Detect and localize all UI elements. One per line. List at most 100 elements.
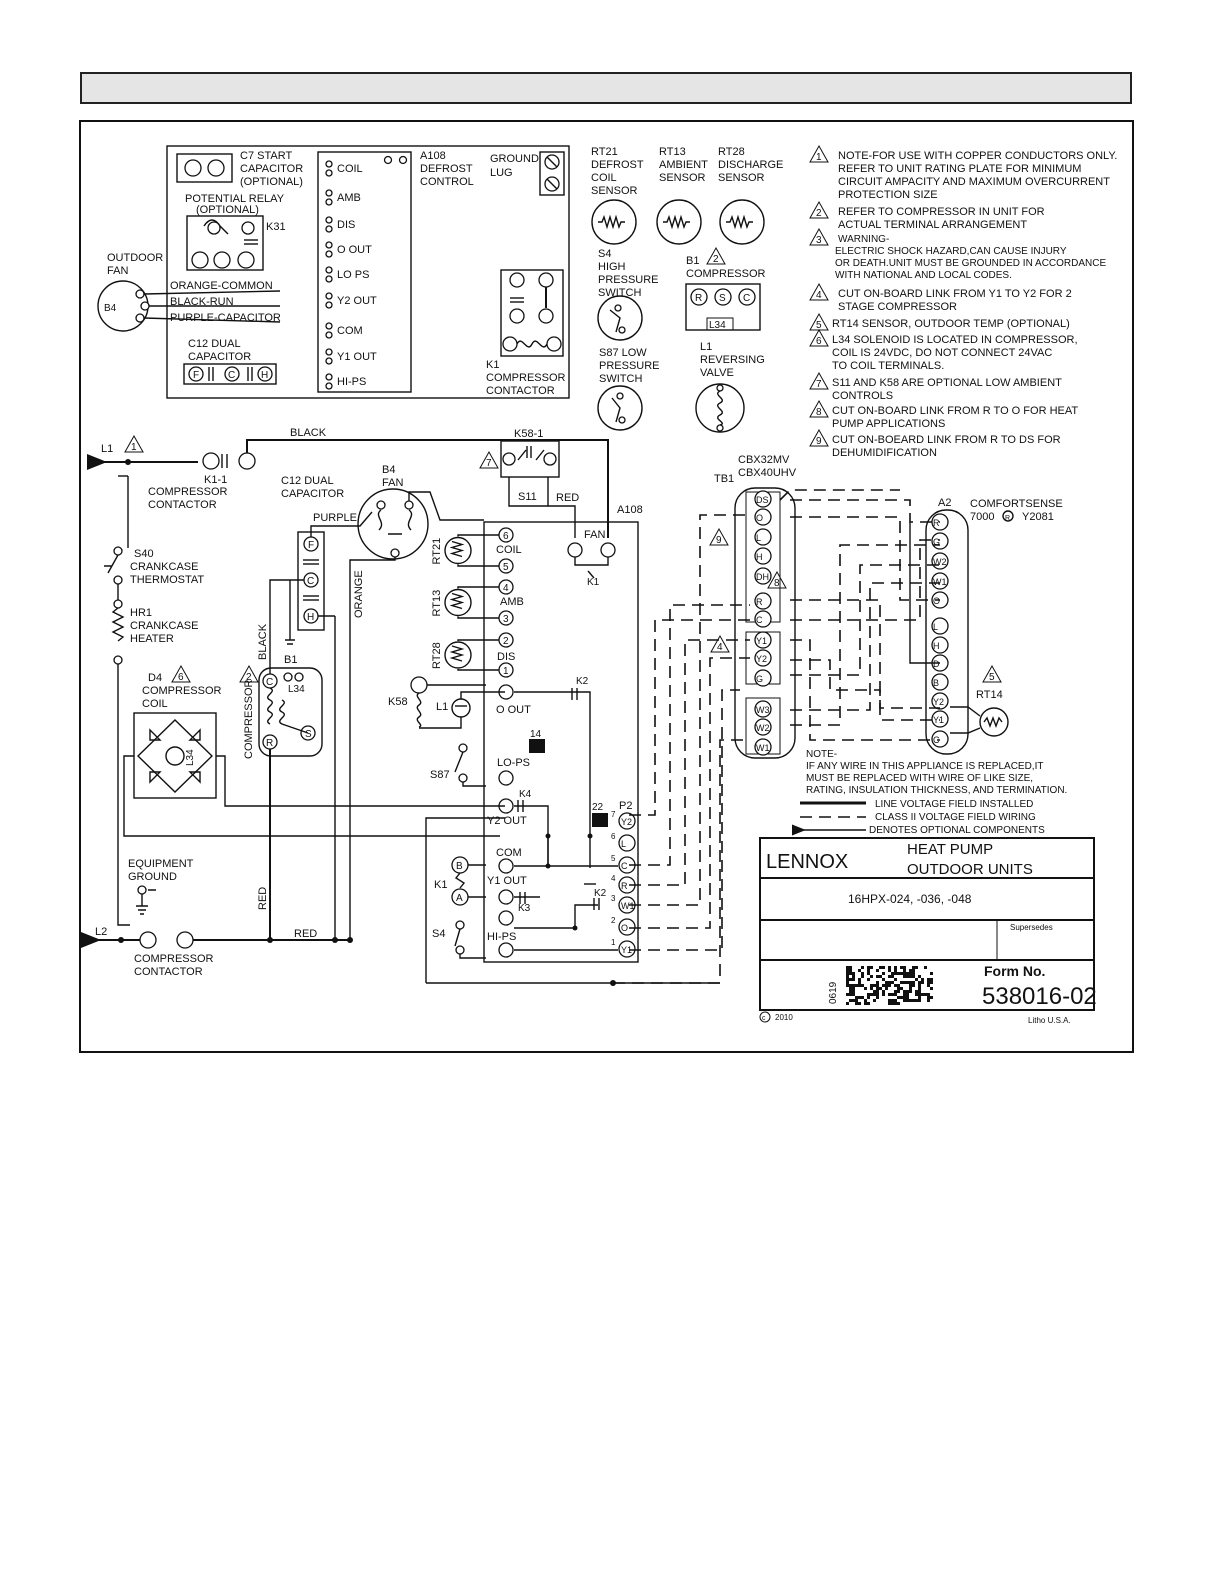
s40-label-3: THERMOSTAT [130,574,204,586]
tb1-terminal-label: R [756,597,763,607]
tb1-terminal-label: DS [756,495,769,505]
s11-label: S11 [518,491,537,503]
board-terminal [498,770,514,786]
red-wire-label-2: RED [257,887,269,910]
board-label: LO-PS [497,757,530,769]
b1-label: B1 [284,654,297,666]
board-label: O OUT [496,704,531,716]
copyright-year: 2010 [775,1013,793,1022]
board-label: HI-PS [487,931,516,943]
b4-label: B4 [104,303,117,314]
c12-h: H [307,612,314,623]
svg-text:7: 7 [486,458,492,469]
note-line: TO COIL TERMINALS. [832,360,944,372]
rt13-legend-3: SENSOR [659,172,706,184]
a2-label: A2 [938,497,951,509]
k31-label: K31 [266,221,286,233]
note-line: CIRCUIT AMPACITY AND MAXIMUM OVERCURRENT [838,176,1110,188]
a2-terminal [931,710,949,728]
jumper-22: 22 [592,802,604,813]
fan-wire-purple: PURPLE-CAPACITOR [170,312,281,324]
s4-legend-1: S4 [598,248,611,260]
note-line: REFER TO COMPRESSOR IN UNIT FOR [838,206,1045,218]
a2-terminal-label: W1 [933,577,947,587]
l2-label: L2 [95,926,107,938]
a108-pin-dot [325,357,333,365]
a108-pin-label: Y1 OUT [337,351,377,363]
tb1-terminal [754,508,772,526]
l1-label: L1 [101,443,113,455]
jumper-14: 14 [530,729,542,740]
p2-terminal [618,940,636,958]
c7-label-1: C7 START [240,150,292,162]
p2-terminal-label: O [621,923,628,933]
l1-legend-1: L1 [700,341,712,353]
tb1-terminal [754,567,772,585]
a108-pin-label: COM [337,325,363,337]
a2-terminal-label: G [933,537,940,547]
note-line: WARNING- [838,234,889,245]
k58-label: K58 [388,696,408,708]
a108-pin-dot [325,198,333,206]
note-number: 1 [816,152,822,163]
equipment-ground-2: GROUND [128,871,177,883]
a108-pin-dot [325,169,333,177]
a108-pin-dot [325,216,333,224]
k1-legend-2: COMPRESSOR [486,372,566,384]
red-wire-label-3: RED [294,928,317,940]
supersedes-label: Supersedes [1010,923,1053,932]
model-numbers: 16HPX-024, -036, -048 [848,892,972,906]
b1-legend-1: B1 [686,255,699,267]
a2-terminal [931,572,949,590]
red-wire-label-1: RED [556,492,579,504]
b1-r: R [266,738,273,749]
k1-coil-b: B [456,861,463,872]
p2-terminal [618,918,636,936]
b1-s: S [305,729,312,740]
note-line: REFER TO UNIT RATING PLATE FOR MINIMUM [838,163,1081,175]
sensor-label: RT28 [431,642,443,669]
board-pin-number: 5 [503,562,509,573]
c12-legend-label-2: CAPACITOR [188,351,251,363]
note-line: DEHUMIDIFICATION [832,447,937,459]
note-number: 8 [816,407,822,418]
a108-pin-dot [325,189,333,197]
note-number: 9 [816,436,822,447]
s40-label-1: S40 [134,548,154,560]
p2-terminal-label: W1 [621,901,635,911]
tb1-terminal-label: DH [756,572,769,582]
replace-note-4: RATING, INSULATION THICKNESS, AND TERMIN… [806,785,1067,796]
tb1-terminal [754,490,772,508]
k1-1-label-1: K1-1 [204,474,227,486]
line-legend-optional: DENOTES OPTIONAL COMPONENTS [869,825,1045,836]
equipment-ground-1: EQUIPMENT [128,858,194,870]
board-pin-number: 2 [503,636,509,647]
thermistor-icon [444,536,472,565]
form-number: 538016-02 [982,983,1097,1010]
note-line: RT14 SENSOR, OUTDOOR TEMP (OPTIONAL) [832,318,1070,330]
a108-legend-2: DEFROST [420,163,473,175]
note-number-icon [809,144,829,163]
note-line: PROTECTION SIZE [838,189,938,201]
thermistor-icon [591,199,637,245]
tb1-terminal [754,669,772,687]
a2-terminal-label: W2 [933,557,947,567]
note-line: NOTE-FOR USE WITH COPPER CONDUCTORS ONLY… [838,150,1117,162]
b1-legend-s: S [719,293,726,304]
p2-pin-number: 6 [611,832,616,841]
tb1-terminal-label: W2 [756,723,770,733]
l1-valve-label: L1 [436,701,448,713]
a108-pin-label: HI-PS [337,376,366,388]
replace-note-3: MUST BE REPLACED WITH WIRE OF LIKE SIZE, [806,773,1033,784]
a108-pin-dot [325,382,333,390]
a108-pin-dot [325,373,333,381]
k1-1-label-2: COMPRESSOR [148,486,228,498]
rt21-legend-2: DEFROST [591,159,644,171]
a2-terminal-label: O [933,596,940,606]
k1-1-label-3: CONTACTOR [148,499,217,511]
k1-coil-a: A [456,893,463,904]
tb1-terminal-label: L [756,533,761,543]
a108-pin-dot [325,250,333,258]
k2-label-2: K2 [594,888,607,899]
a108-pin-label: DIS [337,219,355,231]
